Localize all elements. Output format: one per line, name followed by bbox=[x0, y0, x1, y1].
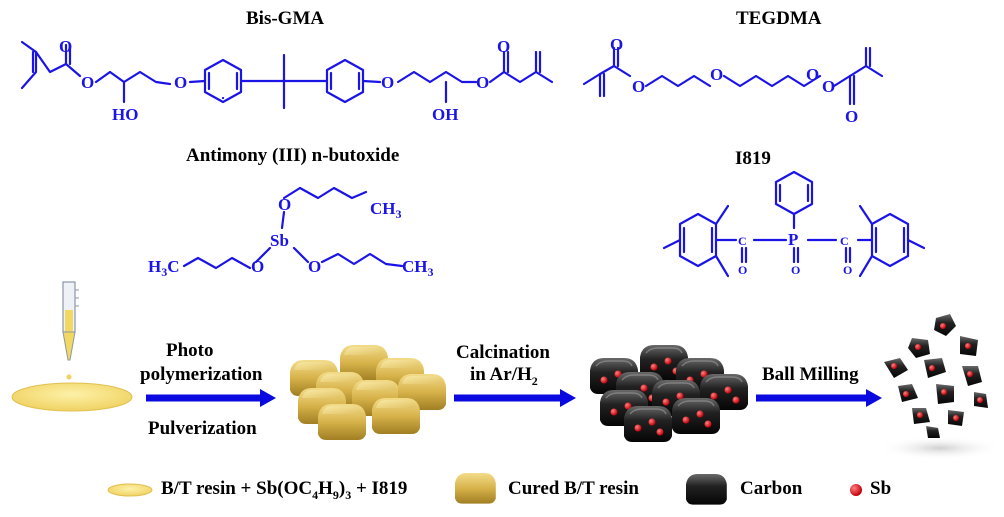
atom-o: O bbox=[610, 35, 623, 54]
step2-calcination-label: Calcination bbox=[456, 342, 550, 363]
atom-o: O bbox=[251, 257, 264, 276]
legend-sb-icon bbox=[850, 484, 862, 496]
atom-o: O bbox=[738, 263, 747, 277]
i819-p: P bbox=[788, 230, 798, 249]
atom-o: O bbox=[791, 263, 800, 277]
step1-pulverization-label: Pulverization bbox=[148, 418, 257, 439]
legend-resin-icon bbox=[107, 483, 153, 497]
antimony-sb: Sb bbox=[270, 231, 289, 250]
antimony-h3c: H3C bbox=[148, 257, 180, 279]
step3-ball-milling-label: Ball Milling bbox=[762, 364, 859, 385]
i819-title: I819 bbox=[735, 148, 771, 169]
arrow-3 bbox=[756, 389, 882, 407]
atom-o: O bbox=[81, 73, 94, 92]
step2-atmosphere-label: in Ar/H2 bbox=[470, 364, 538, 388]
atom-o: O bbox=[822, 77, 835, 96]
legend-cured-icon bbox=[455, 473, 496, 504]
legend-carbon-label: Carbon bbox=[740, 478, 803, 499]
bisgma-ho: HO bbox=[112, 105, 138, 124]
legend-carbon-icon bbox=[686, 474, 727, 505]
atom-o: O bbox=[59, 37, 72, 56]
atom-o: O bbox=[308, 257, 321, 276]
step1-polymerization-label: polymerization bbox=[140, 364, 263, 385]
atom-o: O bbox=[710, 65, 723, 84]
bisgma-structure bbox=[20, 40, 554, 110]
atom-o: O bbox=[174, 73, 187, 92]
atom-o: O bbox=[806, 65, 819, 84]
cured-resin-pieces bbox=[290, 345, 446, 440]
arrow-1 bbox=[146, 389, 276, 407]
bisgma-title: Bis-GMA bbox=[246, 8, 325, 29]
atom-o: O bbox=[845, 107, 858, 126]
antimony-title: Antimony (III) n-butoxide bbox=[186, 145, 400, 166]
legend-cured-label: Cured B/T resin bbox=[508, 478, 639, 499]
pipette-icon bbox=[62, 281, 79, 380]
atom-o: O bbox=[278, 195, 291, 214]
atom-o: O bbox=[476, 73, 489, 92]
i819-c-right: C bbox=[840, 234, 849, 248]
milled-particles bbox=[878, 314, 1002, 460]
antimony-structure bbox=[182, 186, 404, 270]
atom-o: O bbox=[843, 263, 852, 277]
atom-o: O bbox=[497, 37, 510, 56]
atom-o: O bbox=[381, 73, 394, 92]
arrow-2 bbox=[454, 389, 576, 407]
step1-photo-label: Photo bbox=[166, 340, 214, 361]
antimony-ch3-top: CH3 bbox=[370, 199, 402, 221]
carbon-pieces bbox=[589, 344, 749, 443]
i819-structure bbox=[662, 170, 926, 278]
atom-o: O bbox=[632, 77, 645, 96]
tegdma-structure bbox=[582, 46, 884, 106]
tegdma-title: TEGDMA bbox=[736, 8, 822, 29]
legend-resin-label: B/T resin + Sb(OC4H9)3 + I819 bbox=[161, 478, 408, 502]
i819-c-left: C bbox=[738, 234, 747, 248]
resin-puddle bbox=[11, 382, 133, 412]
bisgma-oh: OH bbox=[432, 105, 458, 124]
legend-sb-label: Sb bbox=[870, 478, 892, 499]
antimony-ch3-right: CH3 bbox=[402, 257, 434, 279]
